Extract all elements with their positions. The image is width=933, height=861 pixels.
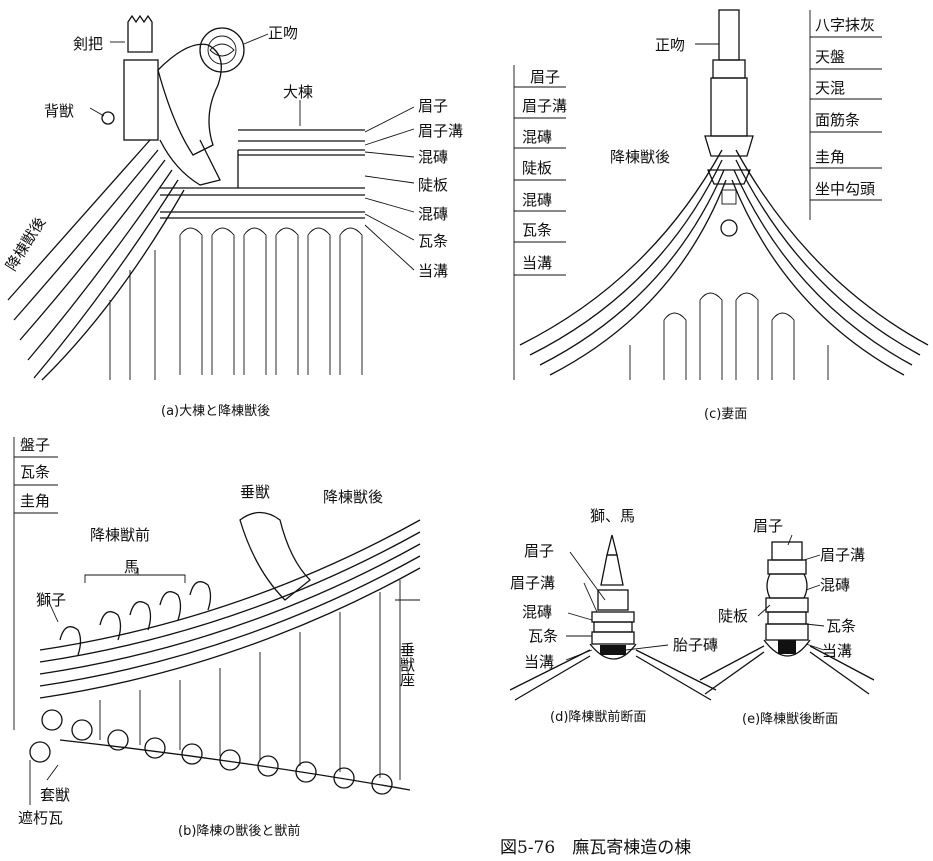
label-c-right-3: 面筋条: [815, 111, 860, 129]
label-uma: 馬: [124, 558, 139, 576]
caption-a: (a)大棟と降棟獣後: [161, 404, 270, 419]
label-bishimizo-a: 眉子溝: [418, 122, 463, 140]
label-haijuu: 背獣: [44, 102, 74, 120]
label-c-left-6: 当溝: [522, 254, 552, 272]
panel-d-drawing: [509, 534, 717, 701]
label-kotojugo-b: 降棟獣後: [323, 488, 383, 506]
label-keikaku: 圭角: [20, 492, 50, 510]
label-kotojugo-a: 降棟獣後: [2, 214, 49, 274]
label-banshi: 盤子: [20, 436, 50, 454]
label-c-right-1: 天盤: [815, 48, 845, 66]
label-c-left-4: 混磚: [522, 191, 552, 209]
label-daito: 大棟: [283, 83, 313, 101]
label-konsen1-a: 混磚: [418, 148, 448, 166]
figure-title: 図5-76 廡瓦寄棟造の棟: [500, 838, 691, 858]
label-tohan-e: 陡板: [718, 607, 748, 625]
label-c-right-5: 坐中勾頭: [815, 180, 875, 198]
label-tomizo-d: 当溝: [524, 653, 554, 671]
label-bishimizo-d: 眉子溝: [510, 574, 555, 592]
label-seifun-c: 正吻: [655, 36, 685, 54]
panel-c-drawing: [513, 9, 929, 380]
label-gajo-d: 瓦条: [528, 627, 558, 645]
label-shishiuma: 獅、馬: [590, 507, 635, 525]
label-c-right-2: 天混: [815, 79, 845, 97]
label-c-right-4: 圭角: [815, 148, 845, 166]
label-shakyugawara: 遮朽瓦: [18, 809, 63, 827]
label-c-left-0: 眉子: [530, 68, 560, 86]
label-suijuu: 垂獣: [240, 483, 270, 501]
caption-d: (d)降棟獣前断面: [550, 709, 646, 725]
label-bishimizo-e: 眉子溝: [820, 546, 865, 564]
caption-e: (e)降棟獣後断面: [742, 712, 838, 727]
caption-c: (c)妻面: [704, 407, 747, 422]
panel-e-drawing: [699, 534, 875, 695]
label-bishi-d: 眉子: [524, 542, 554, 560]
label-c-left-5: 瓦条: [522, 221, 552, 239]
label-tojuu: 套獣: [40, 786, 70, 804]
label-tomizo-a: 当溝: [418, 262, 448, 280]
label-c-left-2: 混磚: [522, 128, 552, 146]
label-seifun-a: 正吻: [268, 24, 298, 42]
label-gajo-a: 瓦条: [418, 232, 448, 250]
label-taishisen: 胎子磚: [673, 636, 718, 654]
label-bishi-e: 眉子: [753, 517, 783, 535]
panel-a-drawing: [7, 14, 415, 381]
label-bishi-a: 眉子: [418, 97, 448, 115]
label-konsen-e: 混磚: [820, 576, 850, 594]
label-tomizo-e: 当溝: [822, 642, 852, 660]
label-kenpa: 剣把: [73, 35, 103, 53]
label-suijuza: 垂獣座: [398, 642, 416, 687]
label-gajo-b: 瓦条: [20, 463, 50, 481]
caption-b: (b)降棟の獣後と獣前: [178, 823, 300, 839]
label-shishi: 獅子: [36, 591, 66, 609]
label-konsen-d: 混磚: [522, 603, 552, 621]
label-kotojugo-c: 降棟獣後: [610, 148, 670, 166]
label-c-left-3: 陡板: [522, 159, 552, 177]
panel-b-drawing: [13, 437, 421, 805]
label-c-left-1: 眉子溝: [522, 97, 567, 115]
label-tohan-a: 陡板: [418, 176, 448, 194]
label-konsen2-a: 混磚: [418, 205, 448, 223]
label-c-right-0: 八字抹灰: [815, 16, 875, 34]
label-kotojuzen: 降棟獣前: [90, 526, 150, 544]
label-gajo-e: 瓦条: [826, 617, 856, 635]
